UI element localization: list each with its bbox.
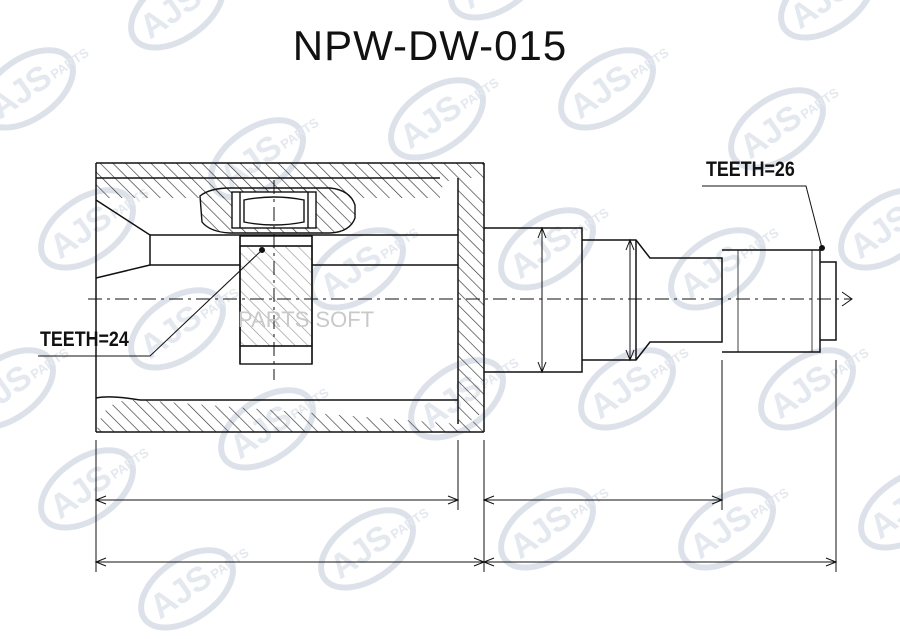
housing-bell: [95, 162, 485, 433]
watermark-brand: AJS: [843, 197, 900, 266]
watermark-ring: [218, 387, 316, 471]
watermark-brand: AJS: [583, 357, 659, 426]
watermark-ring: [138, 547, 236, 631]
watermark-ring: [38, 187, 136, 271]
watermark-ring: [578, 347, 676, 431]
watermark-ring: [758, 347, 856, 431]
watermark-ring: [388, 77, 486, 161]
watermark-ring: [678, 487, 776, 571]
tripod-roller: [199, 187, 356, 365]
watermark-ring: [778, 0, 876, 41]
watermark-ring: [728, 87, 826, 171]
watermark-ring: [858, 467, 900, 551]
watermark-brand: AJS: [43, 457, 119, 526]
watermark-ring: [838, 187, 900, 271]
watermark-ring: [498, 487, 596, 571]
watermark-brand: AJS: [673, 237, 749, 306]
watermark-ring: [38, 447, 136, 531]
center-line: [88, 180, 852, 380]
watermark-ring: [448, 0, 546, 21]
watermark-ring: [498, 207, 596, 291]
watermark-brand: AJS: [143, 557, 219, 626]
watermark-brand: AJS: [393, 87, 469, 156]
watermark-brand: AJS: [503, 497, 579, 566]
outer-shaft: [484, 226, 853, 374]
watermark-brand: AJS: [323, 517, 399, 586]
parts-soft-watermark: PARTS SOFT: [238, 307, 375, 332]
watermark-brand: AJS: [733, 97, 809, 166]
watermark-ring: [0, 347, 56, 431]
teeth-26-callout: TEETH=26: [706, 158, 795, 181]
watermark-ring: [128, 287, 226, 371]
page-title: NPW-DW-015: [292, 22, 568, 69]
watermark-brand: AJS: [313, 237, 389, 306]
leader-lines: [38, 185, 825, 357]
watermark-ring: [128, 0, 226, 51]
watermark-ring: [267, 0, 387, 3]
watermark-brand: AJS: [683, 497, 759, 566]
watermark-brand: AJS: [763, 357, 839, 426]
dimension-lines: [94, 360, 838, 572]
teeth-24-callout: TEETH=24: [40, 328, 129, 351]
watermark-ring: [318, 507, 416, 591]
